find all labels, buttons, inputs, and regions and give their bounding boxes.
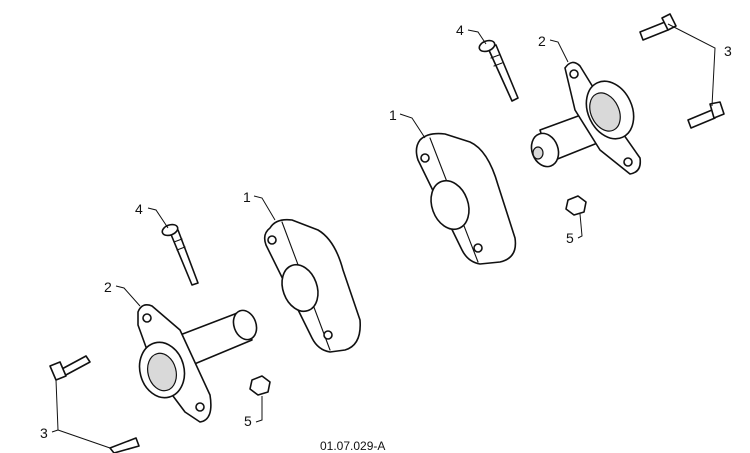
leader-4-lower	[147, 207, 169, 229]
flange-bearing-lower	[137, 304, 258, 423]
callout-1-lower: 1	[243, 189, 251, 205]
bolt-lower-right	[687, 101, 725, 129]
callout-3-right: 3	[724, 43, 732, 59]
leader-1-lower	[253, 195, 276, 221]
callout-4-lower: 4	[135, 201, 143, 217]
leader-4-upper	[467, 29, 487, 45]
spacer-plate-upper	[415, 132, 517, 265]
leader-2-lower	[115, 285, 141, 307]
bolt-left-upper	[49, 355, 91, 381]
pin-upper	[478, 39, 519, 102]
callout-2-upper: 2	[538, 33, 546, 49]
bolt-left-lower	[109, 437, 140, 453]
callout-5-upper: 5	[566, 230, 574, 246]
reference-code: 01.07.029-A	[320, 439, 385, 453]
callout-2-lower: 2	[104, 279, 112, 295]
pin-lower	[161, 223, 199, 286]
flange-bearing-upper	[530, 61, 642, 175]
spacer-plate-lower	[263, 218, 362, 353]
bolt-upper-right	[639, 13, 677, 41]
callout-3-left: 3	[40, 425, 48, 441]
callout-1-upper: 1	[389, 107, 397, 123]
callout-4-upper: 4	[456, 22, 464, 38]
callout-5-lower: 5	[244, 413, 252, 429]
leader-1-upper	[399, 113, 426, 139]
leader-3-left	[51, 379, 111, 449]
leader-5-upper	[577, 213, 583, 239]
nut-lower	[249, 375, 271, 396]
leader-2-upper	[549, 39, 569, 63]
nut-upper	[565, 195, 587, 216]
leader-5-lower	[255, 396, 263, 423]
leader-3-right	[667, 23, 716, 107]
